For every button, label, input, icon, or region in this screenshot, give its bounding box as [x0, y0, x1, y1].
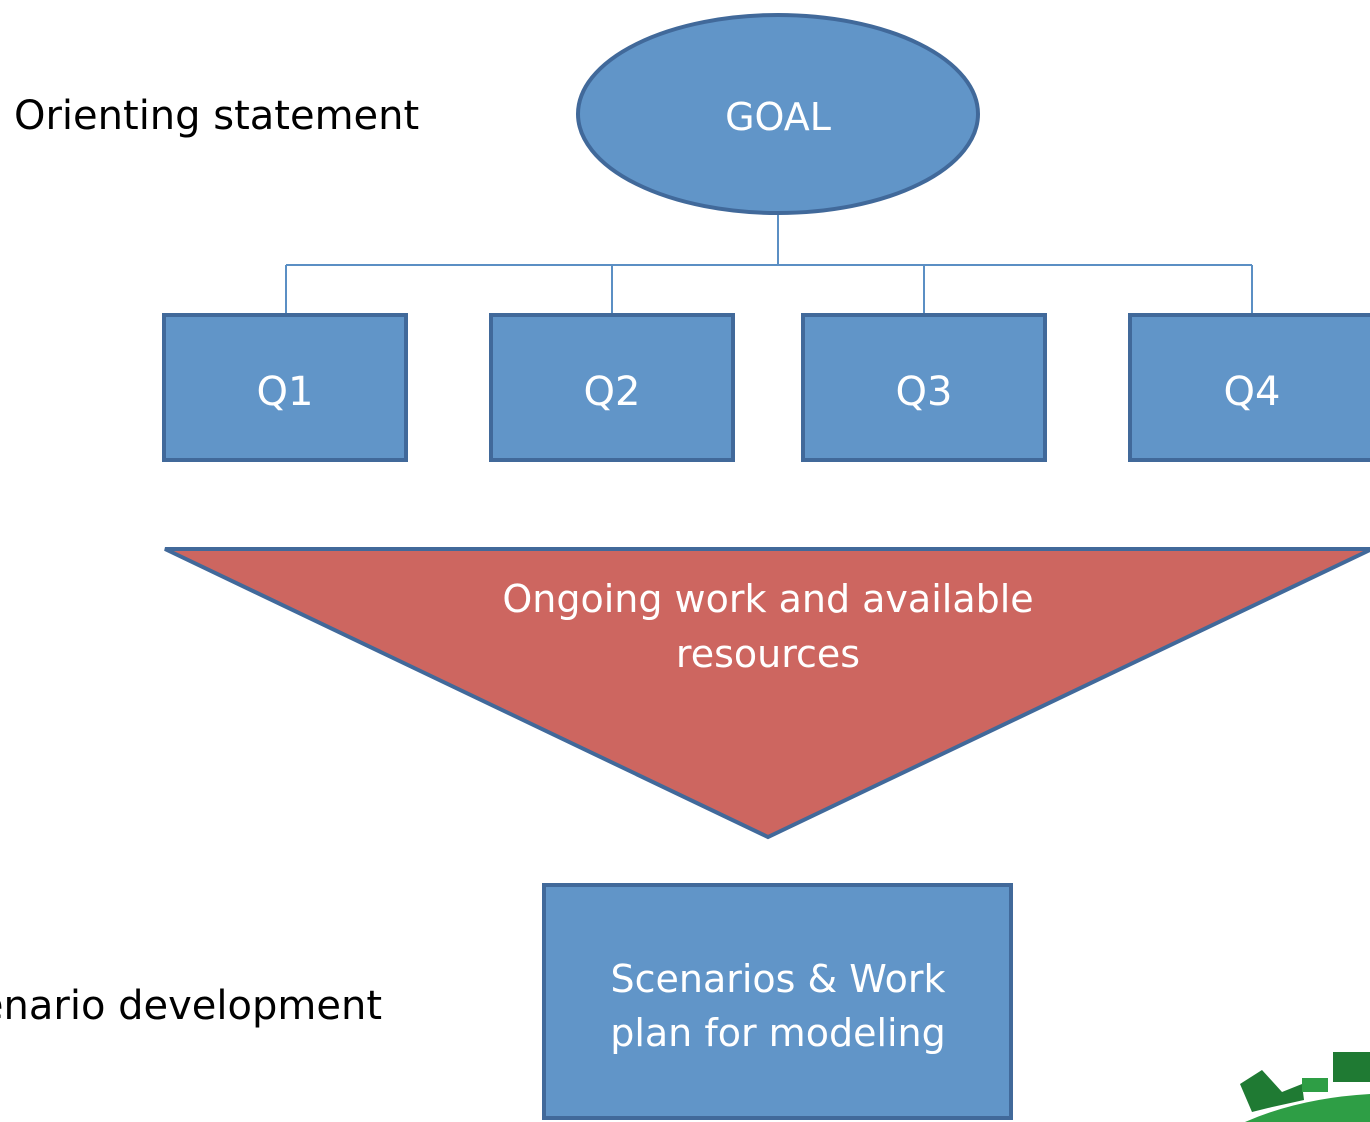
question-box-q1 [162, 313, 408, 462]
question-box-q3 [801, 313, 1047, 462]
question-node-q4: Q4 [1128, 313, 1370, 462]
logo-cargo-block [1333, 1052, 1370, 1082]
goal-label: GOAL [725, 95, 831, 139]
output-node: Scenarios & Work plan for modeling [542, 883, 1013, 1120]
funnel-label-line-2: resources [676, 632, 860, 676]
logo-small-block [1302, 1078, 1328, 1092]
question-node-q3: Q3 [801, 313, 1047, 462]
logo-truck-shape [1240, 1070, 1304, 1112]
question-node-q2: Q2 [489, 313, 735, 462]
logo-globe-arc [1245, 1094, 1370, 1122]
connector-lines [285, 214, 1253, 315]
funnel-label-line-1: Ongoing work and available [502, 577, 1033, 621]
question-nodes: Q1 Q2 Q3 Q4 [162, 313, 1370, 462]
question-label-q1: Q1 [257, 369, 314, 415]
question-label-q2: Q2 [584, 369, 641, 415]
question-box-q4 [1128, 313, 1370, 462]
output-label-line-2: plan for modeling [610, 1011, 946, 1055]
goal-ellipse [576, 13, 980, 215]
orienting-statement-label: Orienting statement [14, 93, 420, 139]
question-box-q2 [489, 313, 735, 462]
green-vehicles-logo-icon [1240, 1052, 1370, 1122]
output-box [542, 883, 1013, 1120]
question-label-q4: Q4 [1224, 369, 1281, 415]
funnel-node: Ongoing work and available resources [164, 547, 1370, 840]
question-node-q1: Q1 [162, 313, 408, 462]
output-label-line-1: Scenarios & Work [610, 957, 945, 1001]
funnel-triangle [164, 547, 1370, 840]
scenario-development-label: Scenario development [0, 983, 382, 1029]
question-label-q3: Q3 [896, 369, 953, 415]
goal-node: GOAL [576, 13, 980, 215]
